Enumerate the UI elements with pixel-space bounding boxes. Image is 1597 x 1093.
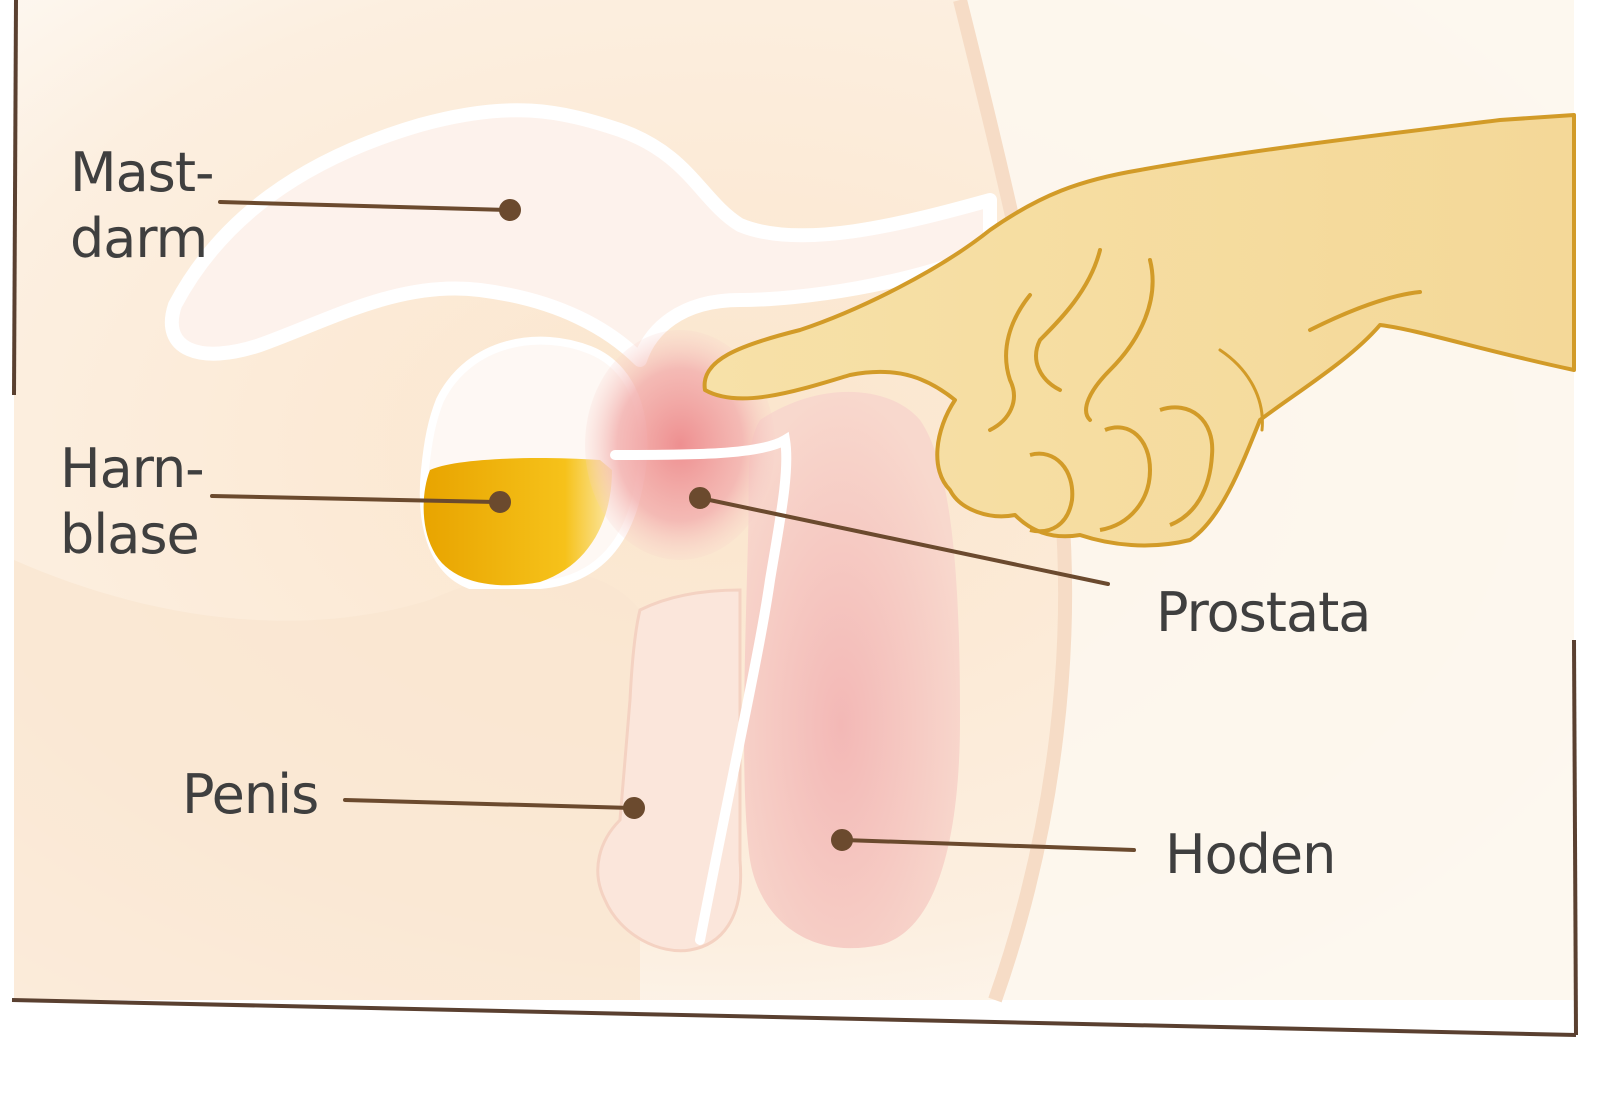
- label-harnblase: Harn- blase: [60, 436, 204, 568]
- label-mastdarm-line2: darm: [70, 206, 213, 272]
- frame-right-line: [1574, 640, 1576, 1035]
- leader-dot-mastdarm: [501, 201, 519, 219]
- label-prostata: Prostata: [1156, 580, 1370, 646]
- leader-dot-harnblase: [491, 493, 509, 511]
- label-penis: Penis: [182, 762, 318, 828]
- label-harnblase-line1: Harn-: [60, 436, 204, 502]
- frame-left-line: [14, 0, 16, 395]
- testis: [744, 392, 960, 948]
- leader-dot-penis: [625, 799, 643, 817]
- label-mastdarm-line1: Mast-: [70, 140, 213, 206]
- label-mastdarm: Mast- darm: [70, 140, 213, 272]
- leader-dot-prostata: [691, 489, 709, 507]
- label-hoden: Hoden: [1165, 822, 1335, 888]
- abdomen-region: [14, 560, 640, 1000]
- leader-dot-hoden: [833, 831, 851, 849]
- label-harnblase-line2: blase: [60, 502, 204, 568]
